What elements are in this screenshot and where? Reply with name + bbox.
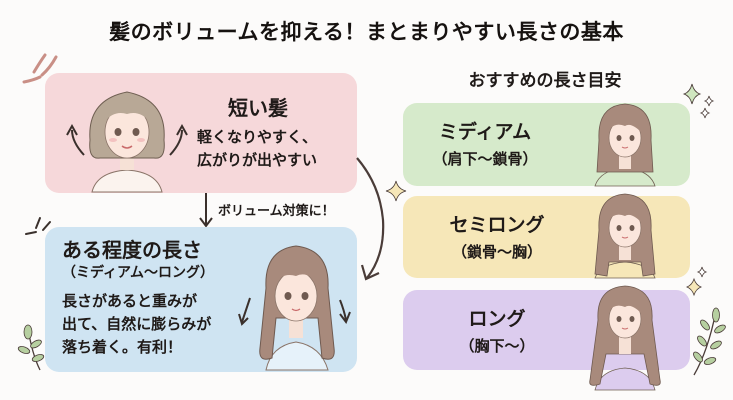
short-hair-woman-illustration [66, 91, 188, 193]
leaf-branch-icon [17, 324, 45, 371]
recommendation-range: （胸下〜） [459, 337, 535, 355]
down-arrow-icon [199, 193, 213, 228]
recommendation-range: （肩下〜鎖骨） [432, 150, 538, 168]
sparkle-icon [385, 180, 407, 202]
short-hair-description: 軽くなりやすく、 広がりが出やすい [197, 128, 318, 169]
curved-arrow-icon [356, 157, 385, 281]
sparkle-icon [682, 83, 715, 119]
long-hair-woman-illustration [589, 285, 661, 391]
recommendation-name: セミロング [449, 214, 545, 236]
page-title: 髪のボリュームを抑える！まとまりやすい長さの基本 [109, 20, 624, 44]
medium-length-description: 長さがあると重みが 出て、自然に膨らみが 落ち着く。有利！ [62, 292, 212, 356]
volume-measure-label: ボリューム対策に！ [218, 204, 335, 219]
medium-hair-woman-illustration [594, 103, 656, 187]
medium-length-subheading: （ミディアム〜ロング） [62, 265, 215, 281]
recommendation-name: ミディアム [438, 121, 532, 143]
sparkle-icon [685, 266, 708, 297]
recommendation-name: ロング [468, 308, 526, 330]
emphasis-marks-icon [25, 217, 51, 235]
long-hair-woman-illustration [238, 245, 351, 371]
emphasis-marks-icon [22, 53, 58, 84]
medium-length-heading: ある程度の長さ [62, 238, 202, 262]
recommendations-title: おすすめの長さ目安 [468, 71, 622, 91]
short-hair-heading: 短い髪 [228, 96, 288, 120]
recommendation-range: （鎖骨〜胸） [451, 243, 542, 261]
semi-long-hair-woman-illustration [594, 193, 656, 279]
leaf-branch-icon [693, 307, 726, 376]
